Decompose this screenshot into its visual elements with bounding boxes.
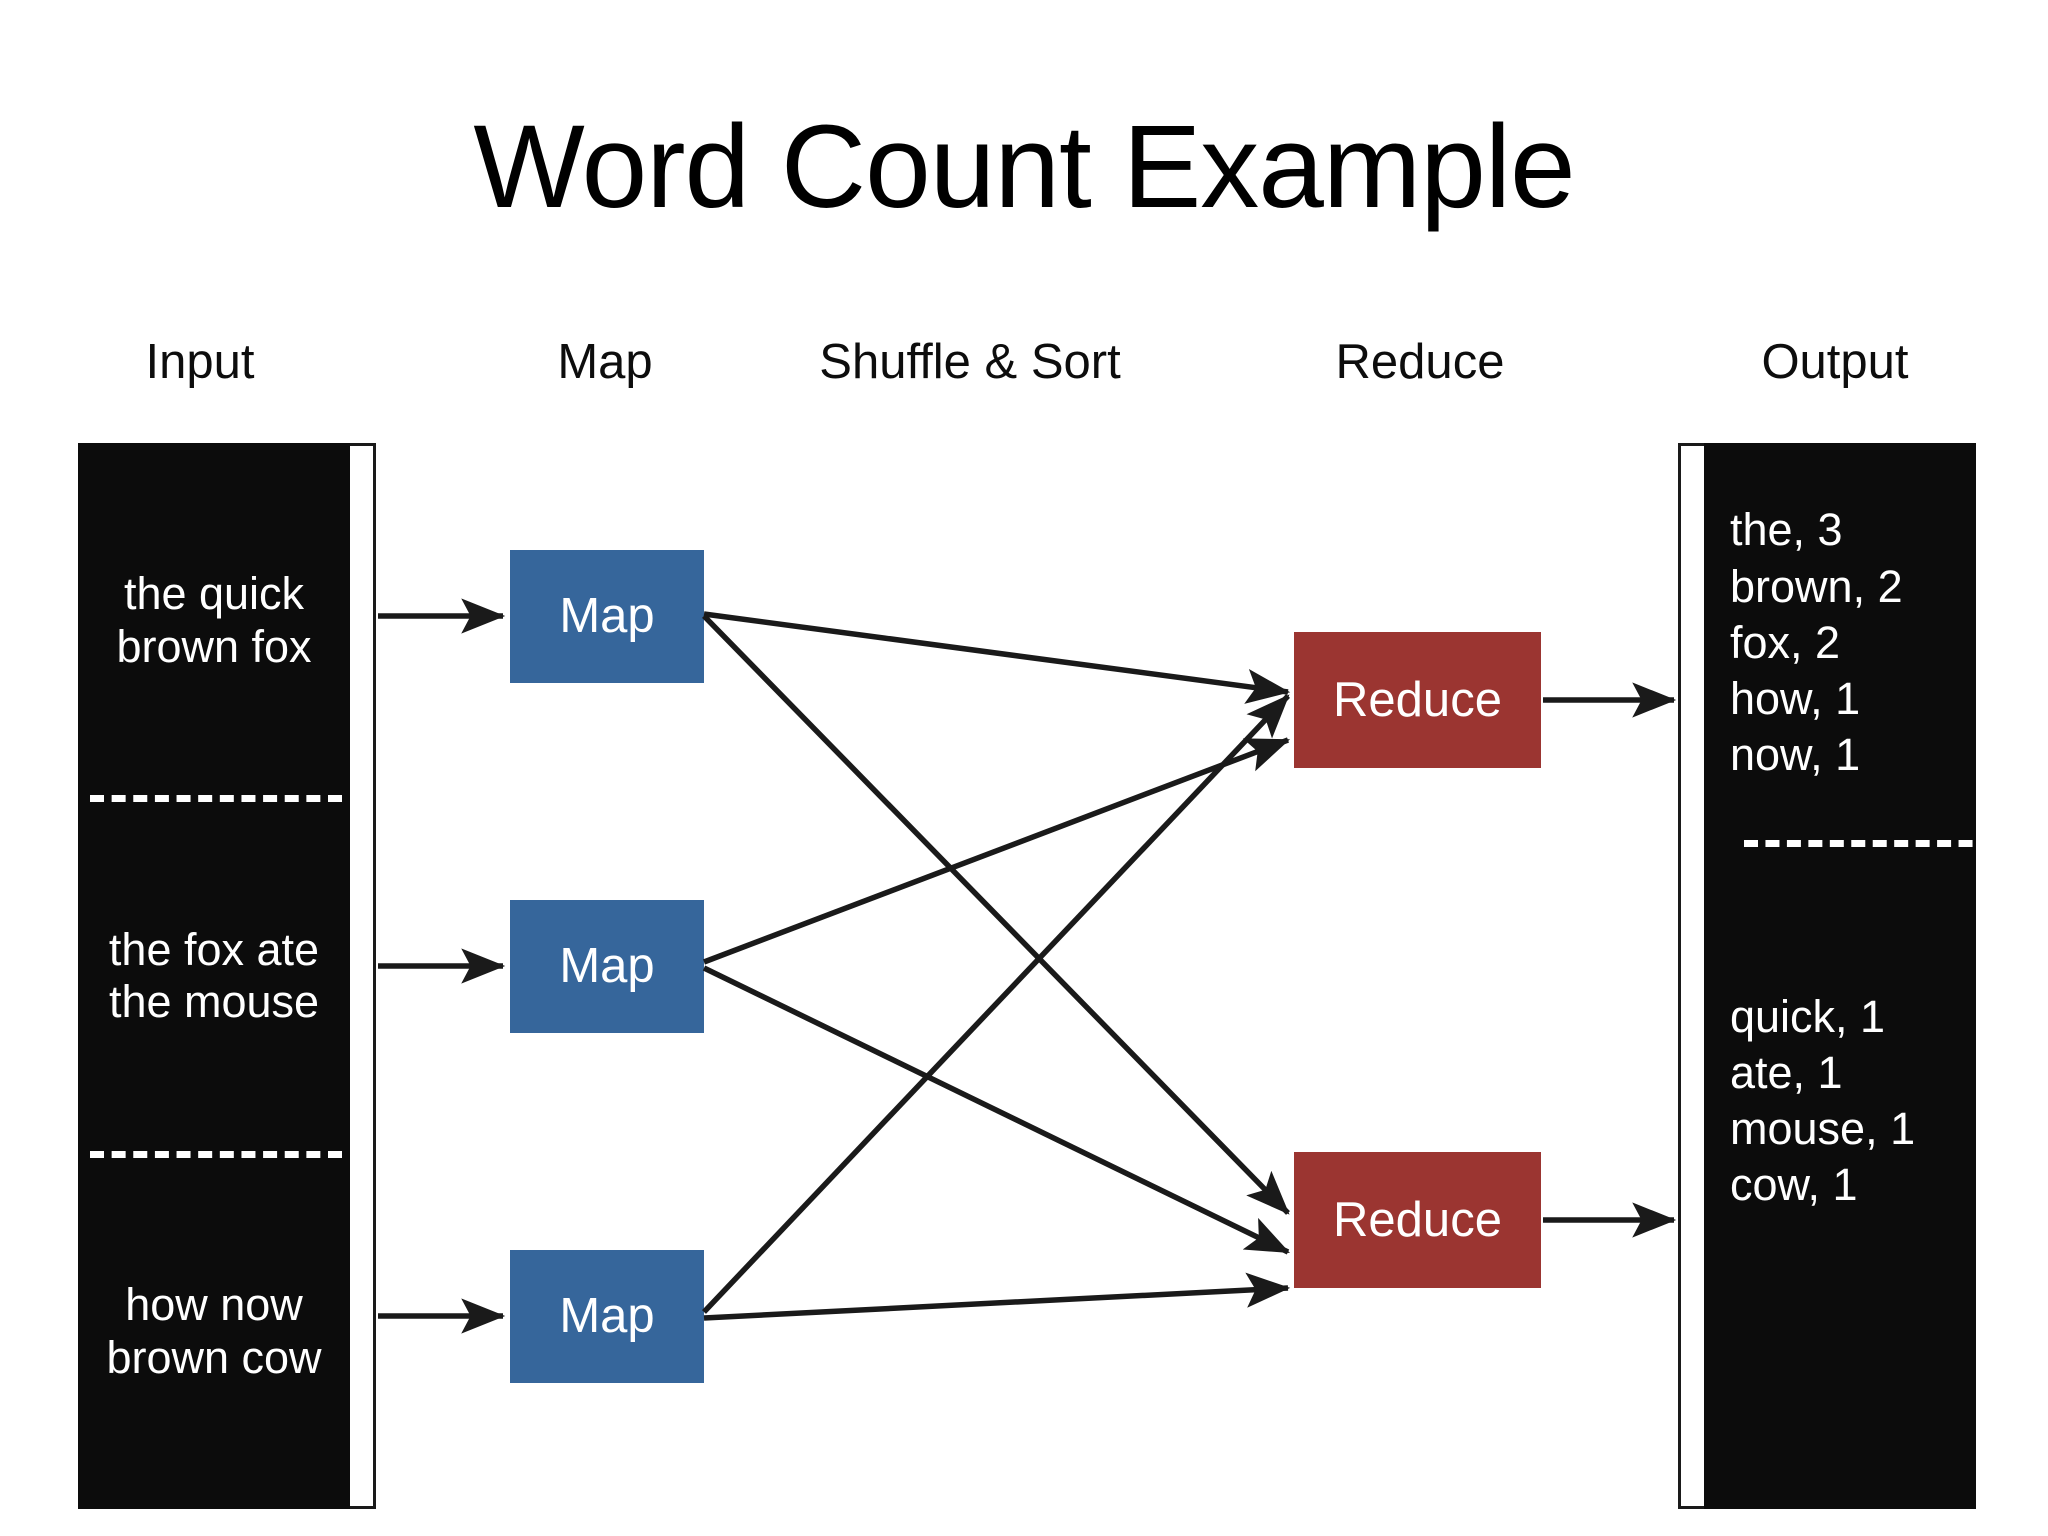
input-document: the quick brown fox the fox ate the mous… <box>78 443 378 1509</box>
output-line: ate, 1 <box>1730 1046 1843 1098</box>
input-segment: the fox ate the mouse <box>108 923 320 1027</box>
output-line: cow, 1 <box>1730 1159 1858 1211</box>
page-title: Word Count Example <box>473 101 1575 233</box>
stage-label-input: Input <box>145 335 255 389</box>
stage-label-shuffle: Shuffle & Sort <box>819 335 1121 389</box>
edge-map1-reduce1 <box>702 965 1290 1255</box>
input-split-divider <box>90 795 342 802</box>
map-node[interactable]: Map <box>510 550 704 683</box>
output-line: brown, 2 <box>1730 560 1903 612</box>
output-line: fox, 2 <box>1730 616 1841 668</box>
output-line: quick, 1 <box>1730 990 1886 1042</box>
input-segment: the quick brown fox <box>116 568 312 672</box>
reduce-node[interactable]: Reduce <box>1294 632 1541 768</box>
output-line: the, 3 <box>1730 504 1843 556</box>
input-document-body: the quick brown fox the fox ate the mous… <box>78 443 350 1509</box>
input-page-edge <box>346 443 376 1509</box>
edge-map0-reduce1 <box>702 614 1290 1215</box>
output-line: mouse, 1 <box>1730 1103 1916 1154</box>
input-split-divider <box>90 1151 342 1158</box>
edge-map0-reduce0 <box>703 611 1291 704</box>
reduce-node[interactable]: Reduce <box>1294 1152 1541 1288</box>
map-node[interactable]: Map <box>510 900 704 1033</box>
output-split-divider <box>1744 840 1994 847</box>
stage-label-output: Output <box>1761 335 1909 389</box>
input-segment: how now brown cow <box>106 1279 322 1383</box>
stage-label-reduce: Reduce <box>1335 335 1505 389</box>
map-node[interactable]: Map <box>510 1250 704 1383</box>
output-line: how, 1 <box>1730 673 1861 725</box>
stage-label-map: Map <box>557 335 653 389</box>
edge-map2-reduce1 <box>703 1272 1291 1321</box>
output-line: now, 1 <box>1730 729 1861 781</box>
edge-map1-reduce0 <box>703 737 1291 965</box>
edge-map2-reduce0 <box>702 694 1290 1314</box>
